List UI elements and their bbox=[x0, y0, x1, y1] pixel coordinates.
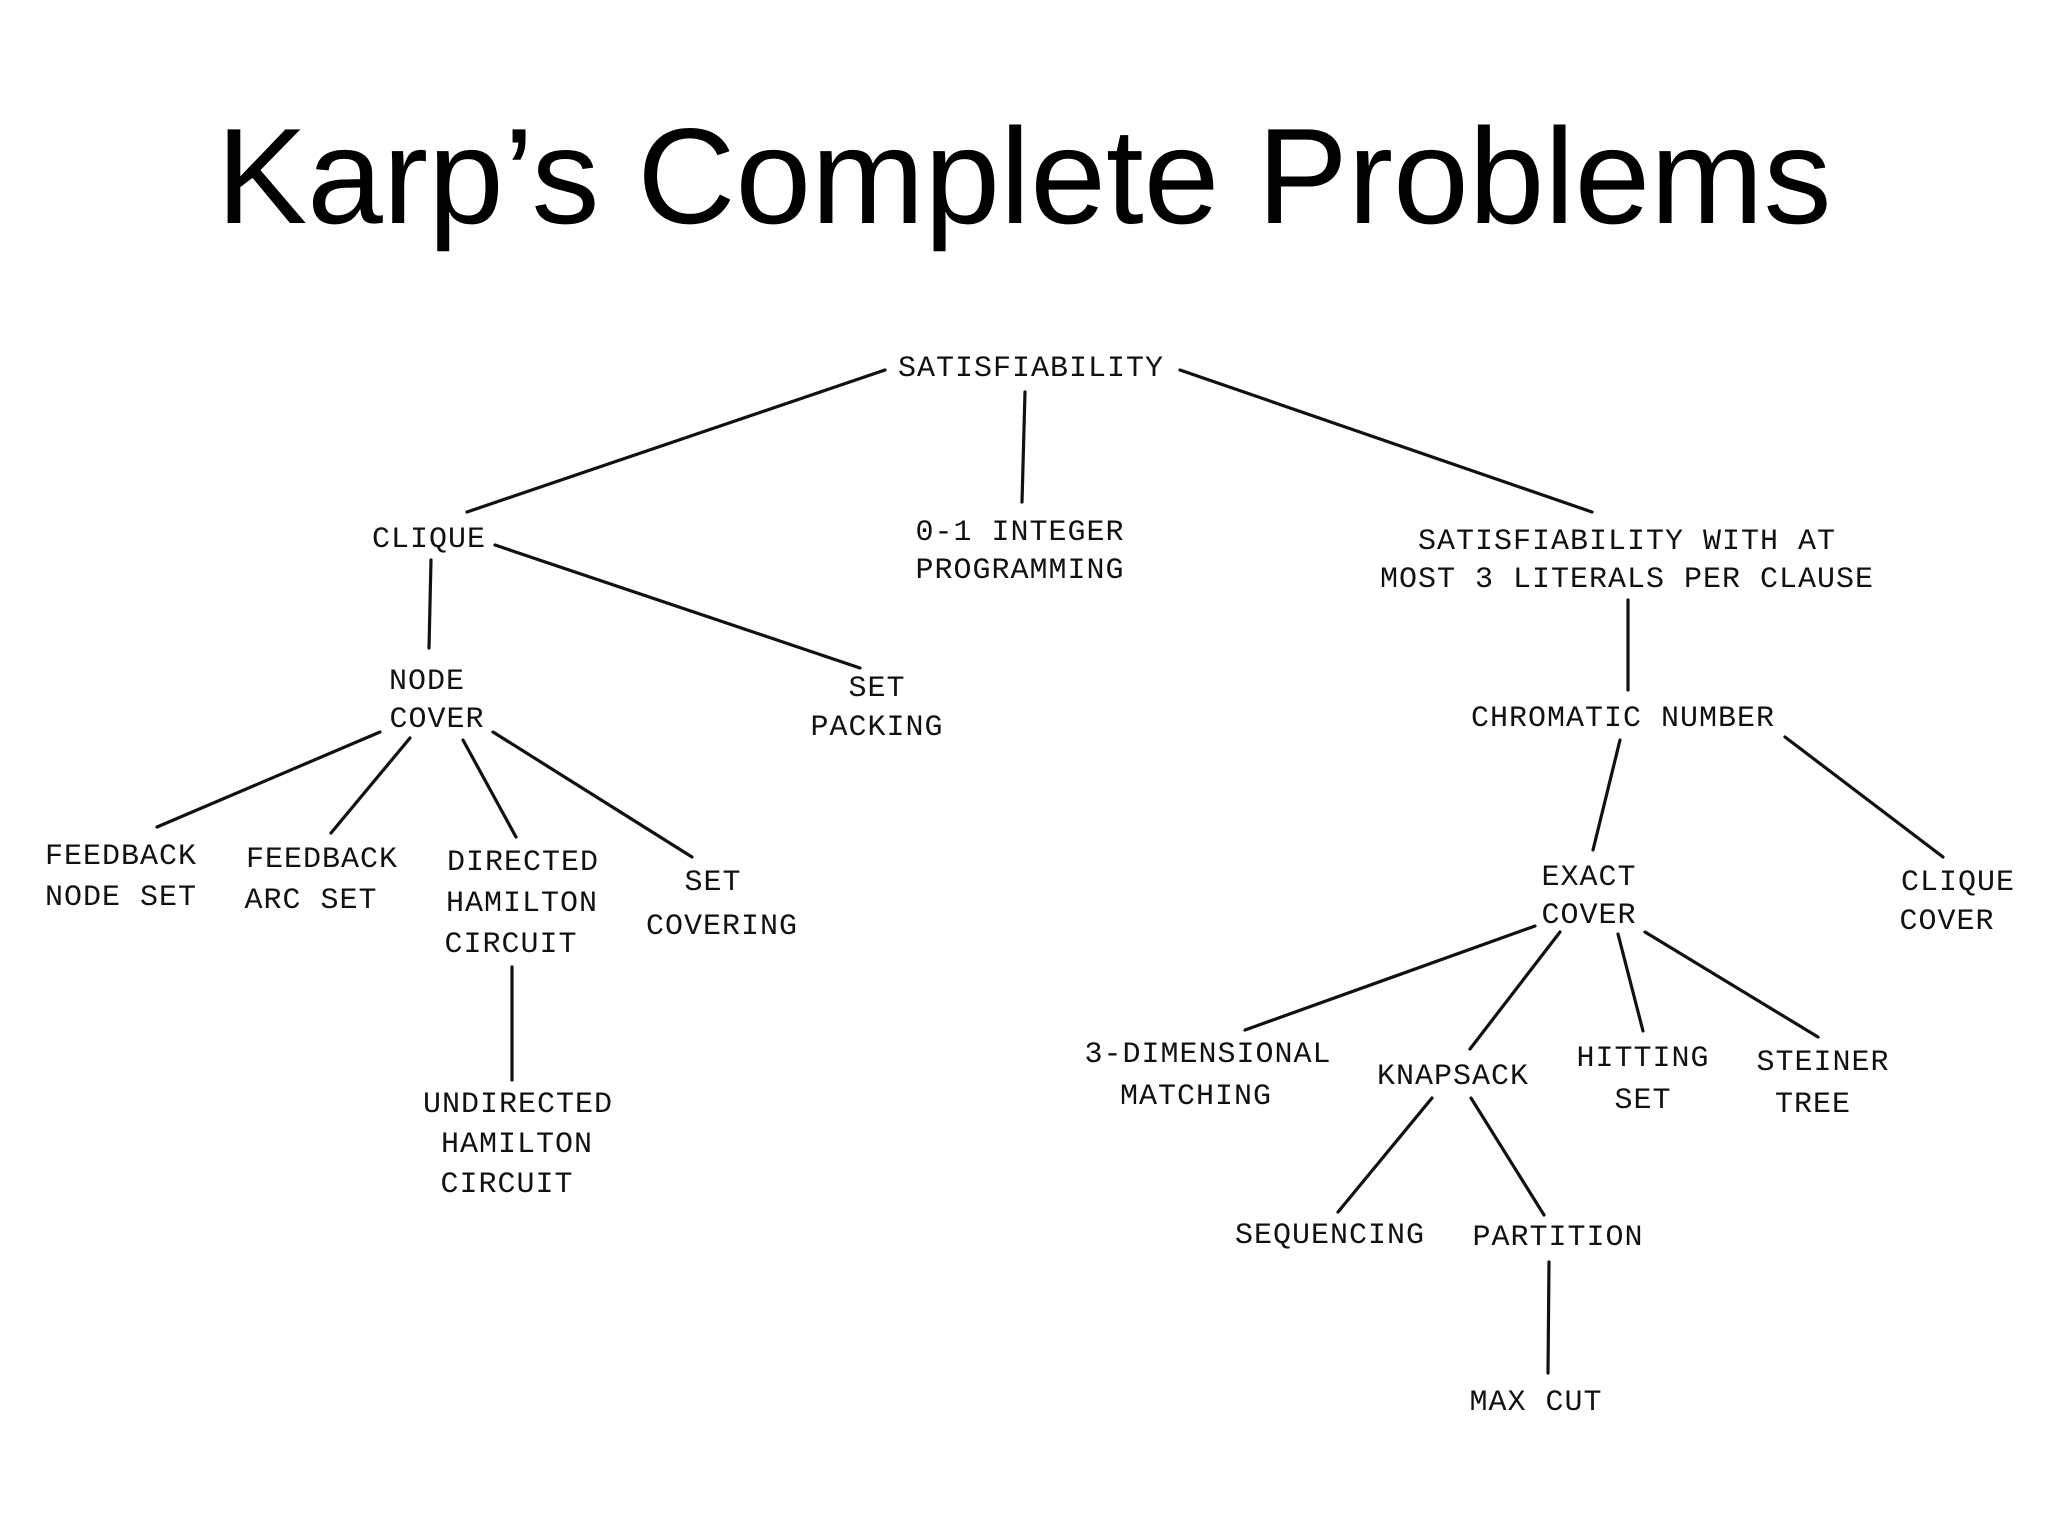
node-partition: PARTITION bbox=[1472, 1221, 1643, 1255]
node-label-line: CLIQUE bbox=[1901, 866, 2015, 900]
node-label-line: CIRCUIT bbox=[440, 1168, 573, 1202]
node-label-line: SET bbox=[684, 866, 741, 900]
edge-exact-cover-steiner bbox=[1643, 930, 1820, 1039]
edge-exact-cover-3dm bbox=[1243, 924, 1537, 1032]
node-label-line: MOST 3 LITERALS PER CLAUSE bbox=[1380, 563, 1874, 597]
edge-sat-sat3 bbox=[1178, 368, 1594, 514]
node-label-line: FEEDBACK bbox=[246, 843, 398, 877]
node-satisfiability: SATISFIABILITY bbox=[898, 352, 1164, 386]
edge-node-cover-set-covering bbox=[491, 730, 694, 859]
edge-sat-integer-programming bbox=[1020, 390, 1027, 504]
slide-title: Karp’s Complete Problems bbox=[216, 100, 1832, 252]
node-chromatic-number: CHROMATIC NUMBER bbox=[1471, 702, 1775, 736]
node-label-line: 3-DIMENSIONAL bbox=[1084, 1038, 1331, 1072]
node-label-line: STEINER bbox=[1756, 1046, 1889, 1080]
edge-exact-cover-knapsack bbox=[1468, 930, 1562, 1051]
node-3-satisfiability: SATISFIABILITY WITH AT MOST 3 LITERALS P… bbox=[1380, 525, 1874, 597]
edge-exact-cover-hitting-set bbox=[1616, 932, 1645, 1033]
node-hitting-set: HITTING SET bbox=[1576, 1042, 1709, 1118]
node-label-line: CIRCUIT bbox=[444, 928, 577, 962]
node-label-line: DIRECTED bbox=[447, 846, 599, 880]
node-label-line: HITTING bbox=[1576, 1042, 1709, 1076]
node-label-line: COVER bbox=[389, 703, 484, 737]
edge-sat-clique bbox=[465, 368, 887, 514]
edge-chromatic-exact-cover bbox=[1591, 738, 1622, 852]
node-feedback-arc-set: FEEDBACK ARC SET bbox=[244, 843, 398, 918]
node-clique: CLIQUE bbox=[372, 523, 486, 557]
edge-node-cover-dhc bbox=[461, 738, 518, 839]
node-directed-hamilton-circuit: DIRECTED HAMILTON CIRCUIT bbox=[444, 846, 599, 962]
edge-chromatic-clique-cover bbox=[1783, 735, 1945, 859]
edge-partition-max-cut bbox=[1546, 1260, 1551, 1375]
node-label-line: COVERING bbox=[646, 910, 798, 944]
node-label-line: 0-1 INTEGER bbox=[915, 516, 1124, 550]
node-label-line: SET bbox=[1614, 1084, 1671, 1118]
node-max-cut: MAX CUT bbox=[1469, 1386, 1602, 1420]
node-undirected-hamilton-circuit: UNDIRECTED HAMILTON CIRCUIT bbox=[423, 1088, 613, 1202]
node-0-1-integer-programming: 0-1 INTEGER PROGRAMMING bbox=[915, 516, 1124, 588]
edge-node-cover-fas bbox=[329, 736, 412, 835]
edge-clique-node-cover bbox=[427, 558, 433, 650]
node-label-line: HAMILTON bbox=[441, 1128, 593, 1162]
node-set-packing: SET PACKING bbox=[810, 672, 943, 745]
node-label-line: COVER bbox=[1541, 899, 1636, 933]
edge-knapsack-partition bbox=[1469, 1096, 1546, 1217]
node-label-line: UNDIRECTED bbox=[423, 1088, 613, 1122]
node-exact-cover: EXACT COVER bbox=[1541, 861, 1636, 933]
node-label-line: PACKING bbox=[810, 711, 943, 745]
node-label-line: SET bbox=[848, 672, 905, 706]
node-set-covering: SET COVERING bbox=[646, 866, 798, 944]
edge-knapsack-sequencing bbox=[1336, 1096, 1434, 1214]
node-label-line: NODE bbox=[389, 665, 465, 699]
node-steiner-tree: STEINER TREE bbox=[1756, 1046, 1889, 1122]
node-3-dimensional-matching: 3-DIMENSIONAL MATCHING bbox=[1084, 1038, 1331, 1114]
node-label-line: NODE SET bbox=[45, 881, 197, 915]
edge-node-cover-fvs bbox=[155, 730, 382, 829]
node-label-line: MATCHING bbox=[1120, 1080, 1272, 1114]
tree-edges bbox=[155, 368, 1945, 1375]
node-node-cover: NODE COVER bbox=[389, 665, 484, 737]
node-clique-cover: CLIQUE COVER bbox=[1899, 866, 2015, 939]
edge-clique-set-packing bbox=[493, 543, 862, 670]
node-label-line: COVER bbox=[1899, 905, 1994, 939]
node-feedback-node-set: FEEDBACK NODE SET bbox=[45, 840, 197, 915]
node-label-line: SATISFIABILITY WITH AT bbox=[1418, 525, 1836, 559]
node-sequencing: SEQUENCING bbox=[1235, 1219, 1425, 1253]
node-label-line: HAMILTON bbox=[446, 887, 598, 921]
tree-nodes: SATISFIABILITY CLIQUE 0-1 INTEGER PROGRA… bbox=[45, 352, 2015, 1420]
node-label-line: PROGRAMMING bbox=[915, 554, 1124, 588]
node-label-line: EXACT bbox=[1541, 861, 1636, 895]
node-label-line: TREE bbox=[1775, 1088, 1851, 1122]
node-knapsack: KNAPSACK bbox=[1377, 1060, 1529, 1094]
node-label-line: ARC SET bbox=[244, 884, 377, 918]
node-label-line: FEEDBACK bbox=[45, 840, 197, 874]
